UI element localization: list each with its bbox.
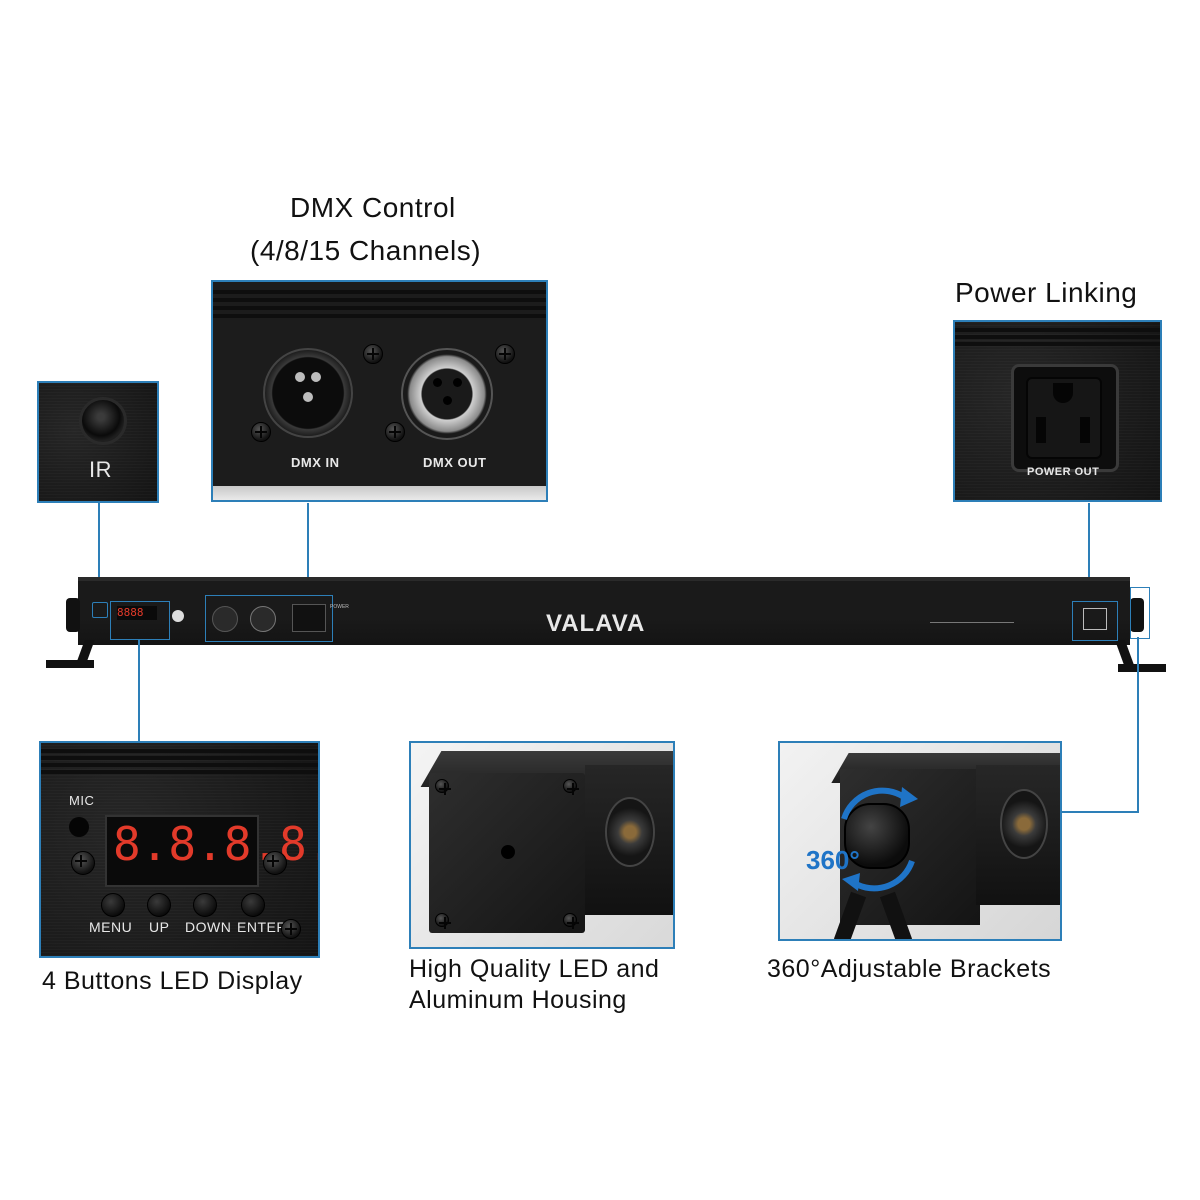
- display-panel: MIC 8.8.8.8. MENU UP DOWN ENTER: [39, 741, 320, 958]
- bracket-knob-icon: [844, 803, 910, 869]
- buttons-display-caption: 4 Buttons LED Display: [42, 967, 303, 995]
- up-label: UP: [149, 919, 170, 935]
- enter-label: ENTER: [237, 919, 287, 935]
- dmx-out-connector-icon: [401, 348, 493, 440]
- dmx-channels-subtitle: (4/8/15 Channels): [250, 235, 482, 266]
- ir-sensor-panel: IR: [37, 381, 159, 503]
- led-display-digits: 8.8.8.8.: [113, 817, 320, 871]
- power-highlight: [1072, 601, 1118, 641]
- down-label: DOWN: [185, 919, 232, 935]
- right-bracket: [1118, 664, 1166, 672]
- menu-label: MENU: [89, 919, 133, 935]
- mounting-hole-icon: [501, 845, 515, 859]
- screw-icon: [495, 344, 515, 364]
- display-highlight: 8888: [110, 601, 170, 640]
- led-lens-icon: [1000, 789, 1048, 859]
- dmx-in-label: DMX IN: [291, 455, 340, 470]
- rotation-label: 360°: [806, 845, 860, 875]
- bar-power-label: POWER: [330, 604, 349, 610]
- ir-sensor-icon: [79, 397, 127, 445]
- down-button[interactable]: [193, 893, 217, 917]
- dmx-connector-panel: DMX IN DMX OUT: [211, 280, 548, 502]
- dmx-control-title: DMX Control: [290, 192, 456, 223]
- power-outlet-icon: [1011, 364, 1119, 472]
- led-lens-icon: [605, 797, 655, 867]
- ir-highlight: [92, 602, 108, 618]
- screw-icon: [71, 851, 95, 875]
- brand-logo: VALAVA: [546, 610, 646, 637]
- dmx-in-connector-icon: [263, 348, 353, 438]
- led-display: 8.8.8.8.: [105, 815, 318, 887]
- screw-icon: [385, 422, 405, 442]
- screw-icon: [251, 422, 271, 442]
- power-linking-title: Power Linking: [955, 277, 1138, 308]
- screw-icon: [281, 919, 301, 939]
- enter-button[interactable]: [241, 893, 265, 917]
- housing-caption-line1: High Quality LED and: [409, 955, 660, 983]
- right-knob-icon: [1130, 598, 1144, 632]
- screw-icon: [363, 344, 383, 364]
- up-button[interactable]: [147, 893, 171, 917]
- housing-side: [585, 765, 673, 915]
- housing-caption-line2: Aluminum Housing: [409, 986, 627, 1014]
- mic-icon: [69, 817, 89, 837]
- dmx-highlight: [205, 595, 333, 642]
- brackets-caption: 360°Adjustable Brackets: [767, 955, 1052, 983]
- power-out-label: POWER OUT: [1027, 466, 1100, 478]
- rotation-arrows-icon: [841, 787, 918, 892]
- screw-icon: [263, 851, 287, 875]
- mic-label: MIC: [69, 793, 95, 808]
- housing-photo-panel: [409, 741, 675, 949]
- ir-label: IR: [89, 457, 112, 482]
- left-bracket: [46, 660, 94, 668]
- left-knob-icon: [66, 598, 80, 632]
- menu-button[interactable]: [101, 893, 125, 917]
- housing-front-face: [429, 773, 585, 933]
- power-out-panel: POWER OUT: [953, 320, 1162, 502]
- certification-icons: [930, 608, 1014, 623]
- bracket-highlight: [1130, 587, 1150, 639]
- dmx-out-label: DMX OUT: [423, 455, 487, 470]
- bracket-photo-panel: 360°: [778, 741, 1062, 941]
